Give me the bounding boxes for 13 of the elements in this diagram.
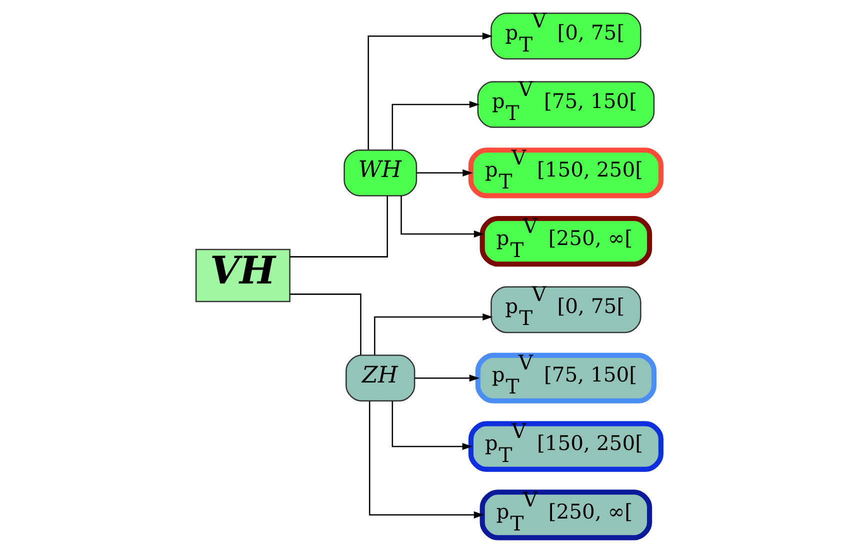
- arrow: [374, 313, 492, 355]
- arrow: [367, 32, 492, 150]
- arrow: [368, 401, 484, 518]
- arrow: [400, 196, 484, 238]
- connector: [289, 196, 388, 258]
- node-box: ZH: [345, 354, 415, 402]
- connector: [289, 294, 361, 356]
- node-box: VH: [194, 248, 290, 302]
- node-box: WH: [343, 149, 417, 196]
- arrow: [414, 374, 479, 382]
- arrow: [416, 169, 472, 176]
- arrow: [391, 100, 480, 150]
- arrow: [391, 401, 472, 450]
